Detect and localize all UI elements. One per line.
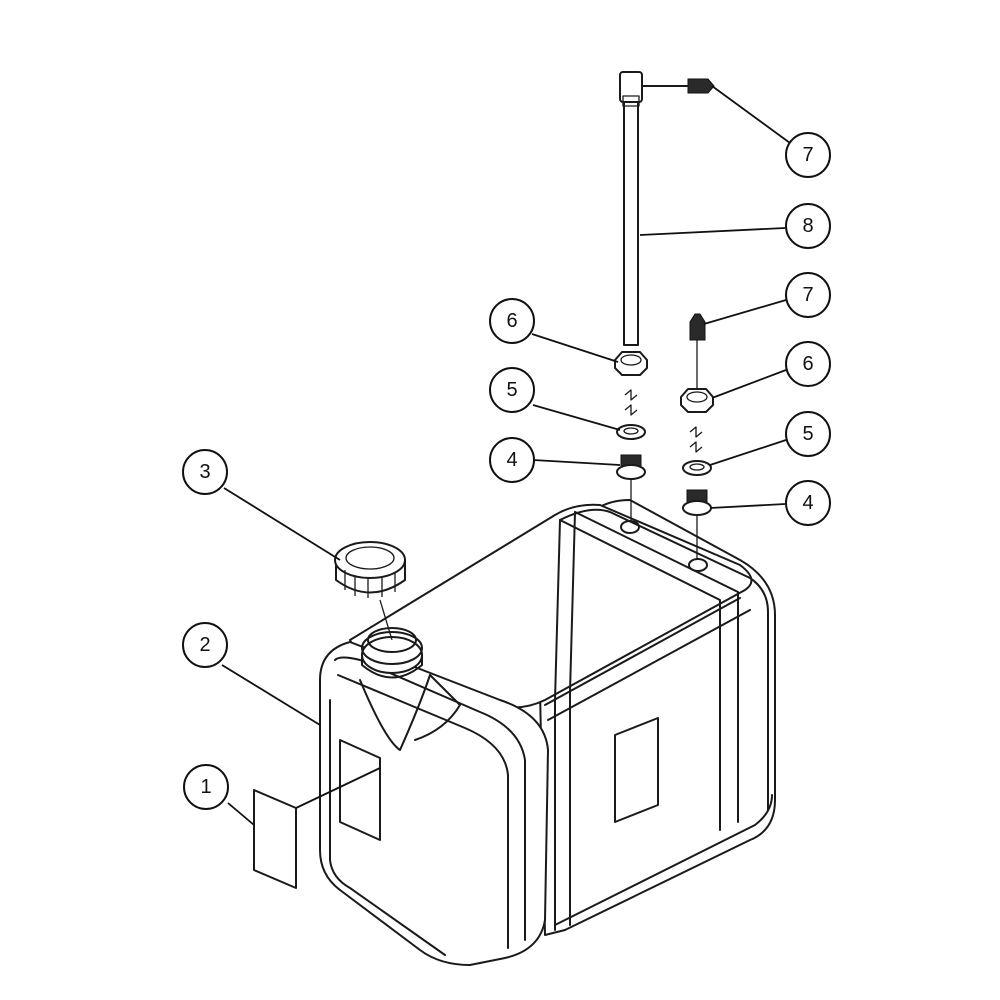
callout-7-top-label: 7 [802, 144, 813, 166]
callout-4-left: 4 [489, 437, 535, 483]
callout-5-left: 5 [489, 367, 535, 413]
callout-1: 1 [183, 764, 229, 810]
callout-6-left: 6 [489, 298, 535, 344]
callout-1-label: 1 [200, 776, 211, 798]
callout-5-left-label: 5 [506, 379, 517, 401]
callout-3-label: 3 [199, 461, 210, 483]
callout-4-left-label: 4 [506, 449, 517, 471]
callout-3: 3 [182, 449, 228, 495]
filler-cap [334, 541, 406, 598]
callout-4-right-label: 4 [802, 492, 813, 514]
callout-7-right-label: 7 [802, 284, 813, 306]
callout-6-right-label: 6 [802, 353, 813, 375]
callout-5-right: 5 [785, 411, 831, 457]
vent-fitting-assembly [680, 313, 714, 560]
callout-6-right: 6 [785, 341, 831, 387]
callout-2-label: 2 [199, 634, 210, 656]
leader-lines [221, 85, 791, 826]
vent-pipe-assembly [614, 71, 715, 522]
callout-4-right: 4 [785, 480, 831, 526]
callout-7-right: 7 [785, 272, 831, 318]
callout-2: 2 [182, 622, 228, 668]
callout-7-top: 7 [785, 132, 831, 178]
callout-8-label: 8 [802, 215, 813, 237]
callout-8: 8 [785, 203, 831, 249]
callout-5-right-label: 5 [802, 423, 813, 445]
fuel-tank [319, 499, 776, 966]
label-plate [253, 789, 297, 889]
callout-6-left-label: 6 [506, 310, 517, 332]
